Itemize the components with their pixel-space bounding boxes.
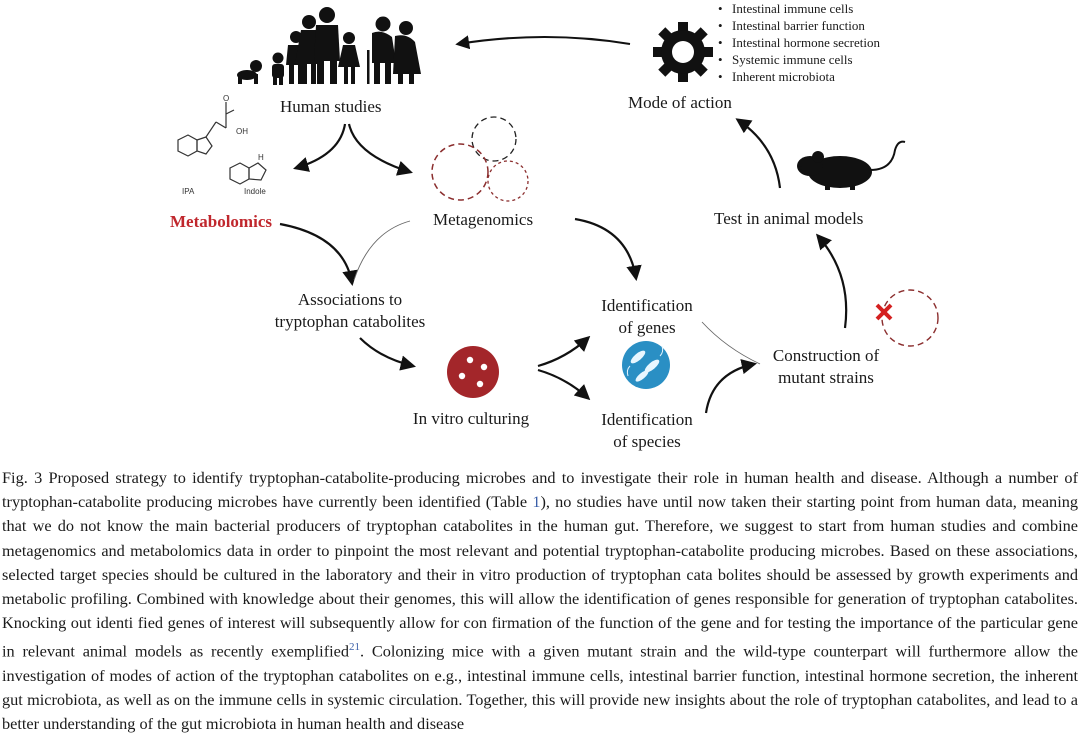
line-genes-to-construction bbox=[701, 321, 761, 365]
identification-species-label-line1: Identification bbox=[601, 410, 693, 429]
identification-species-label-line2: of species bbox=[613, 432, 681, 451]
arrow-mode-to-human bbox=[455, 35, 631, 50]
petri-dish-icon bbox=[447, 346, 499, 398]
mode-item: Systemic immune cells bbox=[718, 51, 880, 68]
nh-label: H bbox=[258, 153, 264, 162]
bacteria-icon bbox=[622, 341, 670, 389]
construction-label-line1: Construction of bbox=[772, 346, 880, 365]
citation-link[interactable]: 21 bbox=[349, 641, 361, 654]
indole-label: Indole bbox=[244, 187, 266, 196]
arrow-species-to-construction bbox=[704, 359, 758, 414]
human-family-icon bbox=[237, 7, 421, 85]
arrow-metagenomics-to-genes bbox=[574, 217, 642, 282]
metagenomics-label: Metagenomics bbox=[433, 210, 534, 229]
arrow-animal-to-mode bbox=[735, 118, 782, 189]
identification-genes-label-line2: of genes bbox=[618, 318, 676, 337]
metagenomics-circles-icon bbox=[431, 116, 529, 202]
associations-label-line1: Associations to bbox=[297, 290, 403, 309]
o-label: O bbox=[223, 94, 230, 103]
caption-text-2: ), no studies have until now taken their… bbox=[2, 492, 1078, 661]
test-animal-label: Test in animal models bbox=[714, 209, 864, 228]
ipa-molecule-icon bbox=[177, 102, 235, 157]
arrow-invitro-to-species bbox=[537, 368, 591, 401]
associations-label-line2: tryptophan catabolites bbox=[274, 312, 426, 331]
ipa-label: IPA bbox=[182, 187, 195, 196]
human-studies-label: Human studies bbox=[280, 97, 382, 116]
figure-caption: Fig. 3 Proposed strategy to identify try… bbox=[2, 466, 1078, 737]
oh-label: OH bbox=[236, 127, 248, 136]
gear-icon bbox=[653, 22, 713, 82]
metabolomics-label: Metabolomics bbox=[170, 212, 272, 231]
line-metagenomics-to-associations bbox=[353, 220, 411, 281]
mouse-icon bbox=[797, 140, 906, 190]
arrow-invitro-to-genes bbox=[537, 335, 591, 368]
arrow-construction-to-animal bbox=[815, 233, 848, 329]
strategy-diagram bbox=[177, 7, 939, 414]
mode-of-action-label: Mode of action bbox=[628, 93, 732, 112]
arrow-human-to-metagenomics bbox=[347, 123, 413, 176]
caption-text-3: . Colonizing mice with a given mutant st… bbox=[2, 641, 1078, 734]
arrow-metabolomics-to-associations bbox=[279, 222, 358, 287]
mode-item: Intestinal barrier function bbox=[718, 17, 880, 34]
indole-molecule-icon bbox=[229, 162, 267, 185]
construction-label-line2: mutant strains bbox=[778, 368, 874, 387]
mode-item: Intestinal hormone secretion bbox=[718, 34, 880, 51]
mode-item: Inherent microbiota bbox=[718, 68, 880, 85]
caption-text-1: Fig. 3 Proposed strategy to identify try… bbox=[2, 468, 1078, 512]
arrow-associations-to-invitro bbox=[359, 337, 416, 371]
modes-of-action-list: Intestinal immune cells Intestinal barri… bbox=[718, 0, 880, 85]
mode-item: Intestinal immune cells bbox=[718, 0, 880, 17]
table-reference-link[interactable]: 1 bbox=[532, 492, 541, 512]
in-vitro-label: In vitro culturing bbox=[412, 409, 530, 428]
mutant-strain-icon bbox=[875, 289, 939, 347]
identification-genes-label-line1: Identification bbox=[601, 296, 693, 315]
arrow-human-to-metabolomics bbox=[293, 123, 347, 172]
